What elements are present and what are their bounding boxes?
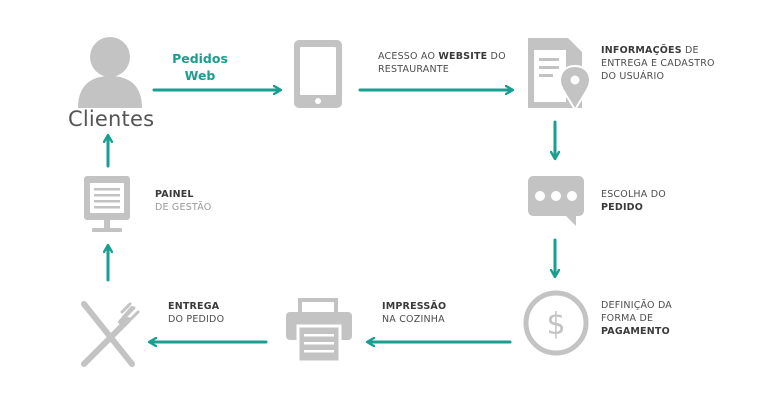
painel-label: PAINEL DE GESTÃO <box>155 188 211 214</box>
pagamento-bold: PAGAMENTO <box>601 326 670 337</box>
escolha-line1: ESCOLHA DO <box>601 189 666 200</box>
pagamento-line1: DEFINIÇÃO DA <box>601 300 673 311</box>
painel-bold: PAINEL <box>155 189 194 200</box>
entrega-bold: ENTREGA <box>168 301 220 312</box>
user-icon <box>78 37 142 108</box>
tablet-icon <box>294 40 342 108</box>
escolha-label: ESCOLHA DO PEDIDO <box>601 188 666 214</box>
dollar-coin-icon: $ <box>523 290 589 356</box>
chat-bubble-icon <box>528 176 584 226</box>
pedidos-web-line1: Pedidos <box>172 51 228 66</box>
informacoes-line3: DO USUÁRIO <box>601 71 665 82</box>
informacoes-line2: ENTREGA E CADASTRO <box>601 58 715 69</box>
pagamento-line2: FORMA DE <box>601 313 654 324</box>
pedidos-web-line2: Web <box>184 68 216 83</box>
acesso-post: DO <box>487 51 506 62</box>
clientes-label: Clientes <box>68 107 155 131</box>
informacoes-post: DE <box>681 45 699 56</box>
svg-text:$: $ <box>546 307 565 342</box>
pedidos-web-label: Pedidos Web <box>160 50 240 84</box>
acesso-bold: WEBSITE <box>438 51 488 62</box>
impressao-bold: IMPRESSÃO <box>382 301 447 312</box>
informacoes-bold: INFORMAÇÕES <box>601 45 682 56</box>
printer-icon <box>286 298 352 364</box>
acesso-label: ACESSO AO WEBSITE DO RESTAURANTE <box>378 50 506 76</box>
informacoes-label: INFORMAÇÕES DE ENTREGA E CADASTRO DO USU… <box>601 44 715 83</box>
knife-fork-icon <box>81 301 140 367</box>
impressao-line2: NA COZINHA <box>382 314 445 325</box>
escolha-bold: PEDIDO <box>601 202 644 213</box>
entrega-label: ENTREGA DO PEDIDO <box>168 300 224 326</box>
acesso-pre: ACESSO AO <box>378 51 439 62</box>
pagamento-label: DEFINIÇÃO DA FORMA DE PAGAMENTO <box>601 299 672 338</box>
acesso-line2: RESTAURANTE <box>378 64 449 75</box>
monitor-icon <box>84 176 130 232</box>
entrega-line2: DO PEDIDO <box>168 314 225 325</box>
form-location-icon <box>528 38 592 113</box>
impressao-label: IMPRESSÃO NA COZINHA <box>382 300 446 326</box>
painel-line2: DE GESTÃO <box>155 202 212 213</box>
